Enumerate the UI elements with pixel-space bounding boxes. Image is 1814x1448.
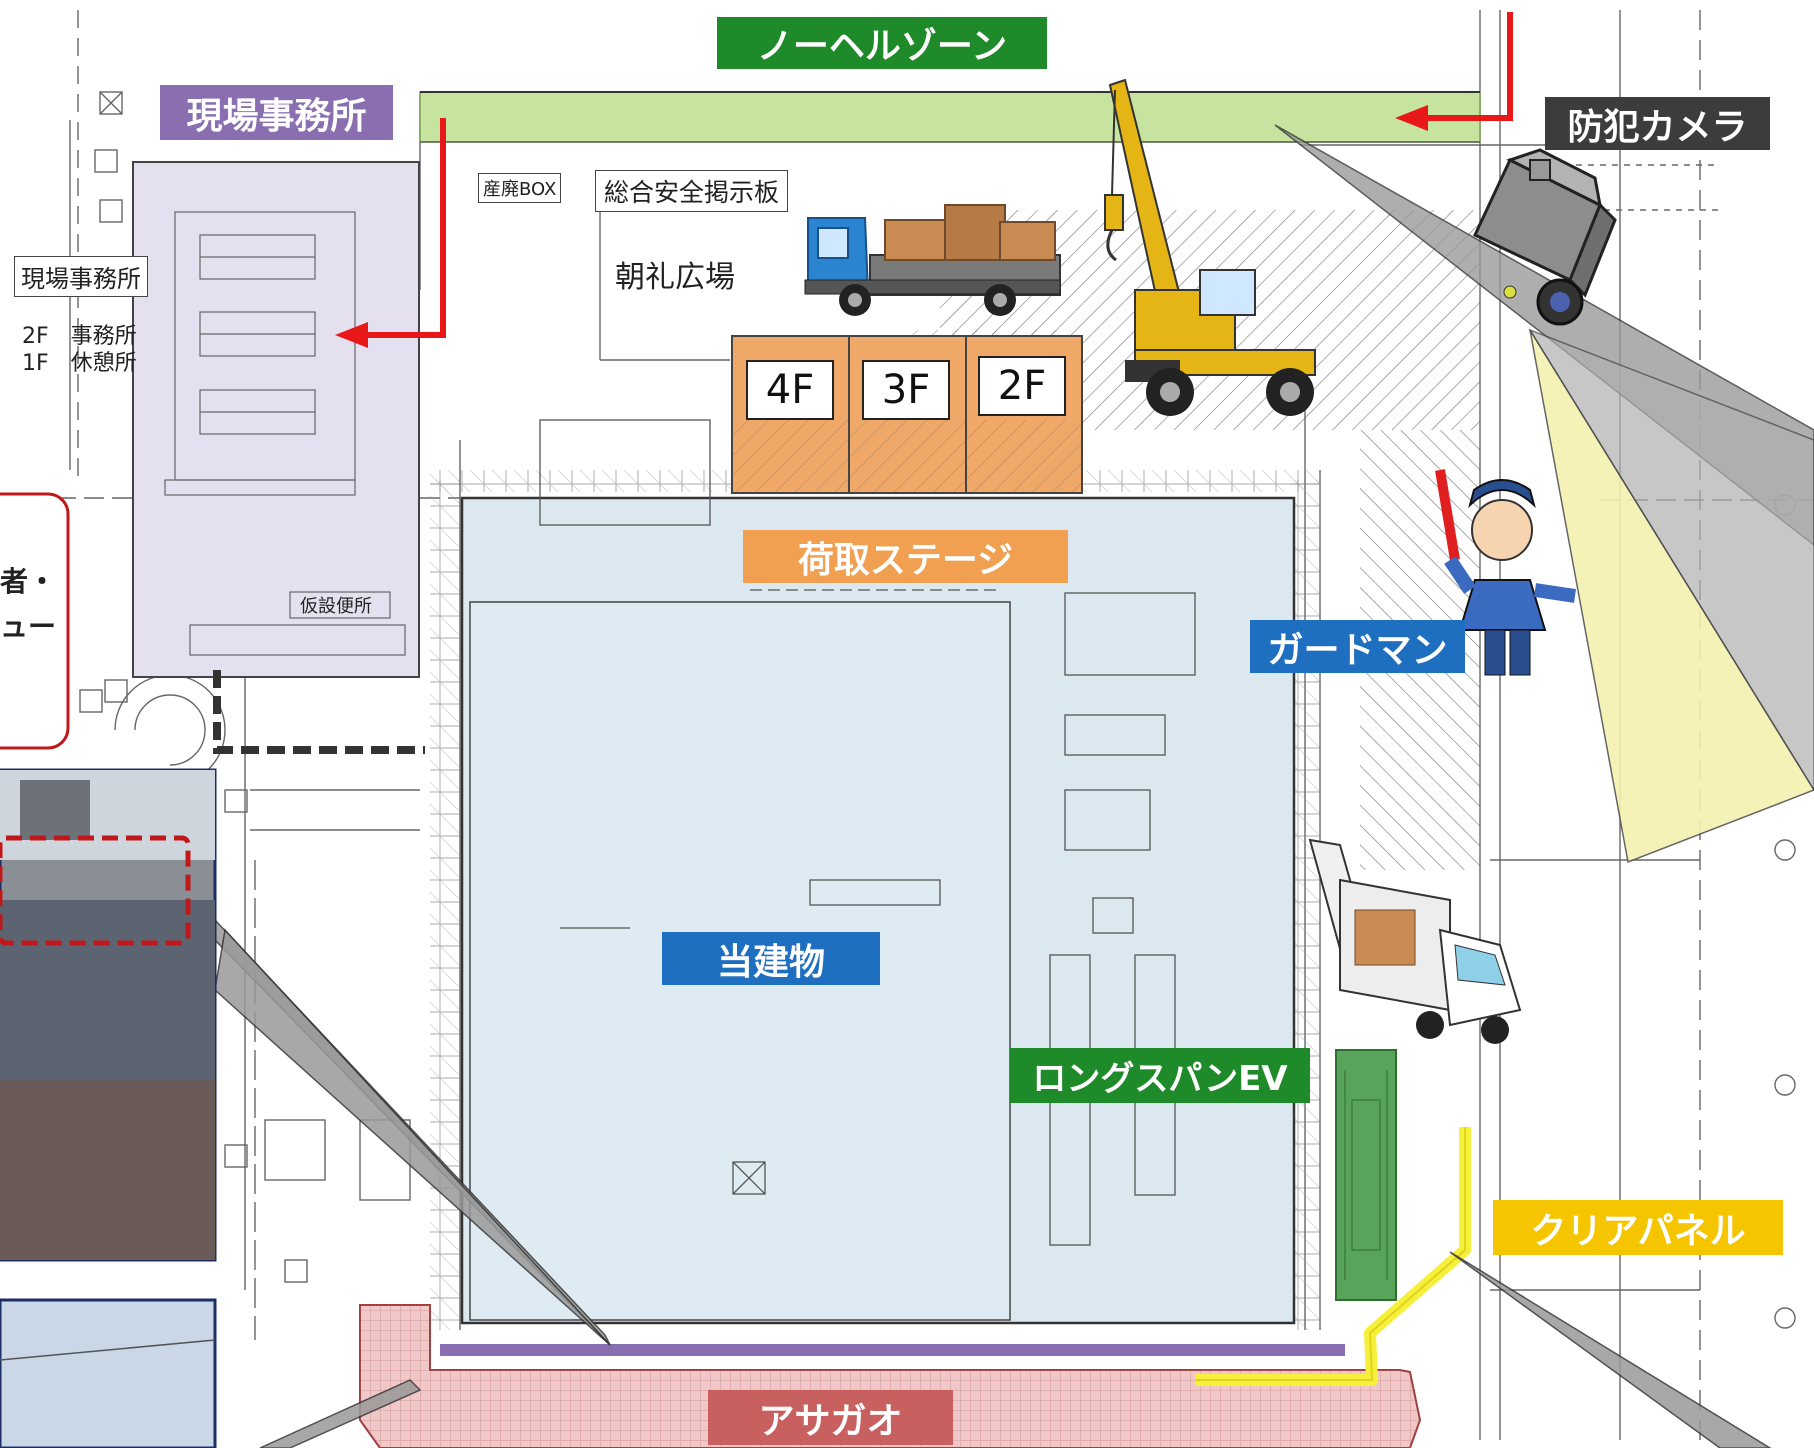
long-span-ev-area [1335,1049,1397,1301]
loading-stage-label: 荷取ステージ [743,530,1068,583]
building-label: 当建物 [662,932,880,985]
site-photo-2 [0,1298,217,1448]
clear-panel-label: クリアパネル [1493,1200,1783,1255]
office-1f-text: 1F 休憩所 [22,351,137,376]
site-office-small-text: 現場事務所 [14,256,148,297]
camera-icon [1473,148,1617,326]
storage-box-text: 産廃BOX [478,173,562,203]
site-office-label: 現場事務所 [160,85,393,140]
floor-3f-box: 3F [862,360,950,420]
floor-4f-box: 4F [746,360,834,420]
long-span-ev-label: ロングスパンEV [1010,1048,1310,1103]
floor-2f-box: 2F [978,356,1066,416]
asagao-label: アサガオ [708,1390,953,1445]
left-callout-text-2: ュー [0,610,57,643]
truck-icon [804,204,1061,316]
crane-icon [1104,78,1316,416]
delivery-truck-icon [1308,838,1522,1044]
temp-toilet-text: 仮設便所 [300,596,372,617]
site-office-area [132,161,420,678]
left-callout-text-1: 者・ [0,565,57,598]
clear-panel-callout-wedge [1449,1251,1772,1448]
office-connection-dash [213,670,425,754]
red-arrows [335,12,1513,348]
left-callout-box [0,492,70,750]
guardman-icon [1435,469,1577,676]
no-helmet-road-band [419,91,1481,143]
office-2f-text: 2F 事務所 [22,324,137,349]
security-camera-label: 防犯カメラ [1545,97,1770,150]
morning-plaza-text: 朝礼広場 [615,260,735,295]
safety-board-text: 総合安全掲示板 [595,170,789,212]
no-helmet-zone-label: ノーヘルゾーン [717,17,1047,69]
site-photo-1 [0,768,217,1262]
guardman-label: ガードマン [1250,620,1465,673]
